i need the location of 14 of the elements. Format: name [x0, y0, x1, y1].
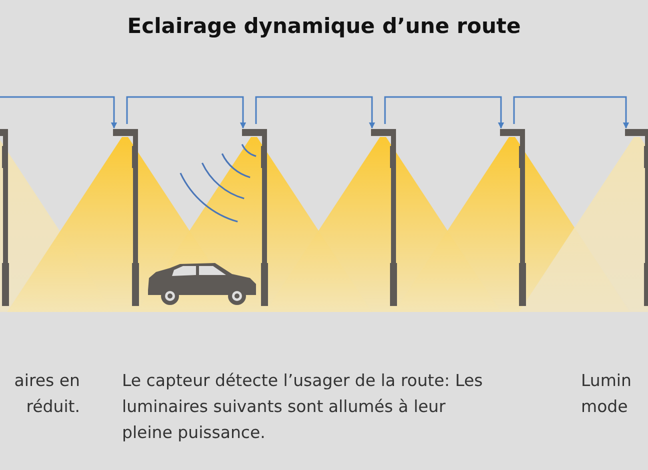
arrow: [0, 96, 118, 129]
title: Eclairage dynamique d’une route: [126, 14, 522, 38]
street-lamp-icon: [241, 128, 269, 306]
street-lamp-icon: [499, 128, 527, 306]
arrow: [384, 96, 504, 129]
caption-text: Le capteur détecte l’usager de la route: Les luminaires suivants sont allumés à leur pleine puissance.: [122, 370, 484, 444]
caption-text: aires en réduit.: [13, 370, 80, 418]
arrow: [255, 96, 376, 129]
street-lamp-icon: [624, 128, 648, 306]
arrow: [513, 96, 630, 129]
street-lamp-icon: [112, 128, 140, 306]
caption-text: Lumin mode: [581, 370, 632, 418]
street-lamp-icon: [370, 128, 398, 306]
arrow: [126, 96, 246, 129]
